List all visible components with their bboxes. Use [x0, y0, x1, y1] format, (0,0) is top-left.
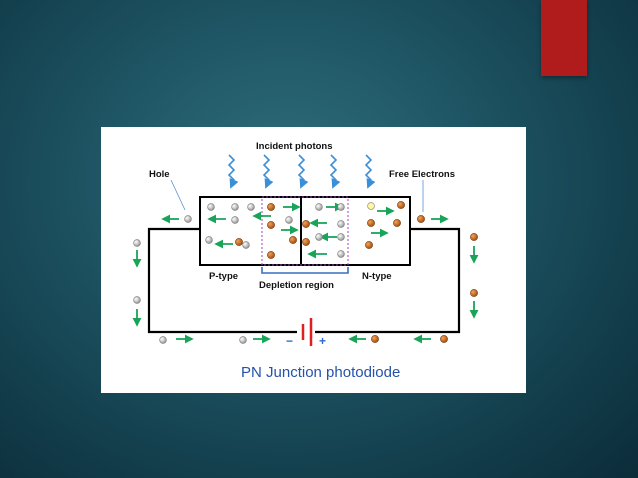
hole — [239, 336, 247, 344]
hole — [133, 239, 141, 247]
electrons — [235, 201, 478, 343]
hole — [205, 236, 213, 244]
holes — [133, 202, 375, 344]
photons — [227, 154, 376, 189]
label-incident-photons: Incident photons — [256, 141, 333, 152]
electron — [302, 238, 310, 246]
depletion-region-border — [261, 196, 349, 266]
hole — [133, 296, 141, 304]
electron — [367, 219, 375, 227]
electron — [289, 236, 297, 244]
hole — [367, 202, 375, 210]
hole — [207, 203, 215, 211]
label-free-electrons: Free Electrons — [389, 169, 455, 180]
electron — [365, 241, 373, 249]
photon-4 — [329, 154, 341, 189]
battery-plus: + — [319, 334, 326, 348]
label-hole: Hole — [149, 169, 170, 180]
electron — [302, 220, 310, 228]
battery-minus: − — [286, 334, 293, 348]
hole — [285, 216, 293, 224]
hole — [337, 233, 345, 241]
diagram-caption: PN Junction photodiode — [241, 364, 400, 381]
hole — [242, 241, 250, 249]
hole — [315, 233, 323, 241]
electron — [393, 219, 401, 227]
electron — [470, 289, 478, 297]
electron — [470, 233, 478, 241]
electron — [267, 221, 275, 229]
hole-pointer — [170, 179, 186, 211]
electron — [235, 238, 243, 246]
hole — [337, 220, 345, 228]
hole — [159, 336, 167, 344]
depletion-bracket — [261, 267, 349, 274]
hole — [337, 250, 345, 258]
photon-2 — [262, 154, 274, 189]
electron — [417, 215, 425, 223]
hole — [231, 216, 239, 224]
hole — [337, 203, 345, 211]
hole — [184, 215, 192, 223]
hole — [231, 203, 239, 211]
diagram-panel: Incident photons Hole Free Electrons P-t… — [101, 127, 526, 393]
electron — [267, 251, 275, 259]
label-n-type: N-type — [362, 271, 392, 282]
photon-1 — [227, 154, 239, 189]
label-p-type: P-type — [209, 271, 238, 282]
electron — [267, 203, 275, 211]
hole — [315, 203, 323, 211]
electron — [397, 201, 405, 209]
photon-3 — [297, 154, 309, 189]
electron — [440, 335, 448, 343]
label-depletion-region: Depletion region — [259, 280, 334, 291]
electron — [371, 335, 379, 343]
photon-5 — [364, 154, 376, 189]
pn-junction-diagram: Incident photons Hole Free Electrons P-t… — [132, 141, 479, 381]
battery — [297, 318, 315, 346]
hole — [247, 203, 255, 211]
accent-tab — [541, 0, 587, 76]
carrier-arrows — [132, 202, 479, 344]
